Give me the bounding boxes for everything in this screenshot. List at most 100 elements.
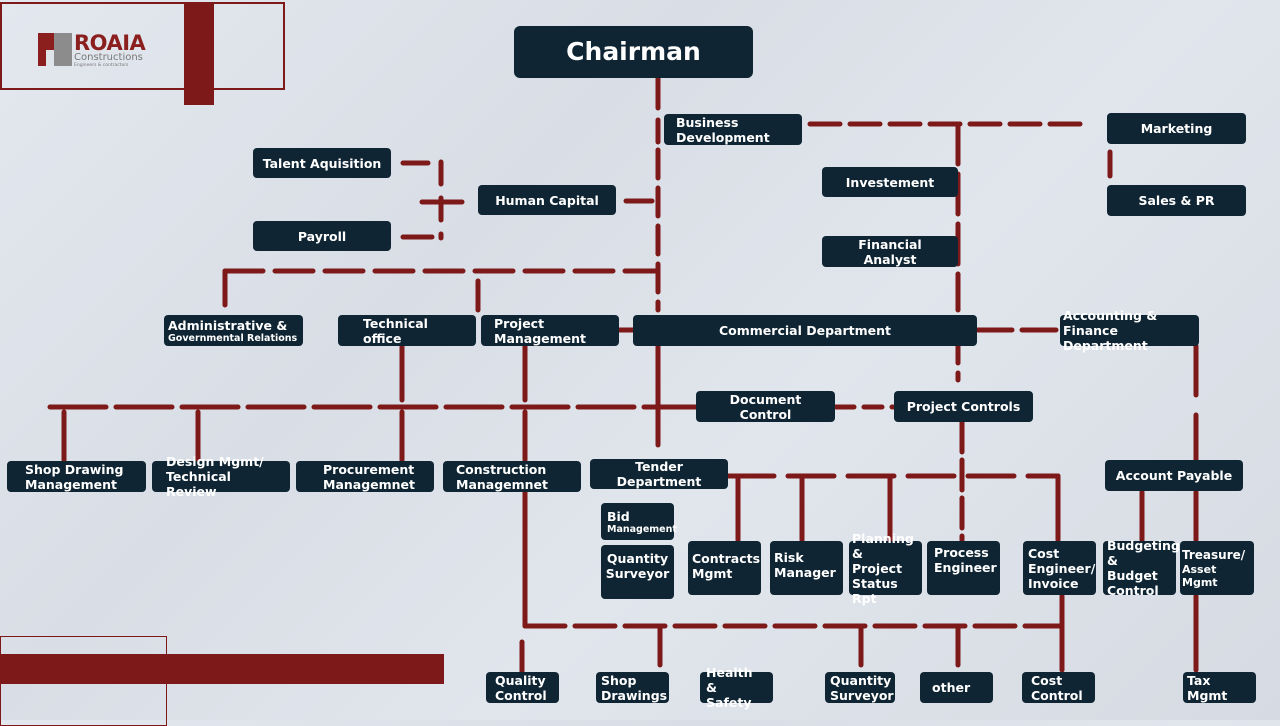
node-label: Document Control (729, 391, 802, 422)
node-human-capital[interactable]: Human Capital (478, 185, 616, 215)
node-bid-management[interactable]: Bid Management (601, 503, 677, 540)
node-label: Engineer/ (1028, 560, 1096, 576)
node-contracts-management[interactable]: Contracts Mgmt (688, 541, 761, 595)
node-label: Health & (706, 665, 753, 695)
node-label: other (932, 680, 971, 695)
node-label: Human Capital (495, 192, 599, 208)
node-label: office (363, 330, 402, 346)
node-cost-engineer-invoice[interactable]: Cost Engineer/ Invoice (1023, 541, 1096, 595)
node-marketing[interactable]: Marketing (1107, 113, 1246, 144)
node-label: Planning & (852, 530, 914, 561)
node-label: Payroll (297, 228, 347, 244)
node-label: Accounting & (1063, 308, 1158, 323)
node-label: Construction (456, 461, 547, 477)
node-process-engineer[interactable]: Process Engineer (927, 541, 1000, 595)
node-other[interactable]: other (920, 672, 993, 703)
node-label: Quality (495, 672, 546, 688)
node-quantity-surveyor-site[interactable]: Quantity Surveyor (825, 672, 895, 703)
node-label: Commercial Department (719, 323, 891, 338)
node-business-development[interactable]: Business Development (664, 114, 802, 145)
node-planning-project-status[interactable]: Planning & Project Status Rpt (849, 531, 922, 606)
node-label: Treasure/ (1182, 547, 1246, 562)
node-label: Procurement (323, 461, 415, 477)
node-quality-control[interactable]: Quality Control (486, 672, 559, 703)
node-label: Investement (845, 174, 935, 190)
node-risk-manager[interactable]: Risk Manager (770, 541, 843, 595)
node-account-payable[interactable]: Account Payable (1105, 460, 1243, 491)
node-label: Managemnet (456, 476, 549, 492)
node-label: Project (852, 560, 903, 576)
node-project-controls[interactable]: Project Controls (894, 391, 1033, 422)
node-construction-management[interactable]: Construction Managemnet (443, 461, 581, 492)
node-payroll[interactable]: Payroll (253, 221, 391, 251)
node-project-management[interactable]: Project Management (481, 315, 619, 346)
node-label: Project (494, 315, 545, 331)
logo-accent-bar (184, 2, 214, 105)
node-cost-control[interactable]: Cost Control (1022, 672, 1095, 703)
node-label: Control (1107, 583, 1159, 598)
node-label: Sales & PR (1138, 193, 1215, 208)
node-commercial-department[interactable]: Commercial Department (633, 315, 977, 346)
node-label: Process (934, 545, 989, 560)
node-label: Administrative & (168, 317, 288, 333)
node-shop-drawing-management[interactable]: Shop Drawing Management (7, 461, 146, 492)
node-label: Engineer (934, 560, 997, 575)
node-label: Safety (706, 695, 752, 710)
node-tender-department[interactable]: Tender Department (590, 459, 728, 489)
bottom-accent-bar (0, 654, 444, 684)
node-label: Managemnet (323, 476, 416, 492)
node-treasure-asset-mgmt[interactable]: Treasure/ Asset Mgmt (1180, 541, 1254, 595)
node-label: Project Controls (906, 399, 1021, 414)
node-label: Budgeting (1107, 538, 1180, 553)
node-health-safety[interactable]: Health & Safety (700, 665, 773, 710)
node-label: Development (676, 129, 770, 145)
node-investment[interactable]: Investement (822, 167, 958, 197)
node-sales-pr[interactable]: Sales & PR (1107, 185, 1246, 216)
node-label: Management (494, 330, 587, 346)
node-label: Management (607, 523, 677, 535)
node-label: Status Rpt (852, 575, 898, 606)
node-label: Management (25, 476, 118, 492)
node-financial-analyst[interactable]: Financial Analyst (822, 236, 958, 267)
node-label: Chairman (566, 37, 701, 66)
node-label: Surveyor (605, 566, 670, 581)
node-label: Mgmt (692, 566, 733, 581)
node-label: Talent Aquisition (262, 155, 382, 171)
node-document-control[interactable]: Document Control (696, 391, 835, 422)
logo-title: ROAIA (74, 31, 146, 55)
node-label: Invoice (1028, 575, 1079, 591)
node-label: Quantity (606, 551, 669, 566)
node-accounting-finance[interactable]: Accounting & Finance Department (1060, 308, 1199, 353)
node-label: Mgmt (1187, 687, 1228, 703)
node-label: Quantity (830, 672, 892, 688)
company-logo: ROAIA Constructions Engineers & contract… (38, 31, 146, 69)
logo-subtitle: Constructions (74, 52, 143, 63)
node-chairman[interactable]: Chairman (514, 26, 753, 78)
node-label: Control (495, 687, 547, 703)
node-tax-mgmt[interactable]: Tax Mgmt (1183, 672, 1256, 703)
node-label: Design Mgmt/ (166, 454, 264, 469)
node-technical-office[interactable]: Technical office (338, 315, 476, 346)
node-talent-acquisition[interactable]: Talent Aquisition (253, 148, 391, 178)
node-label: Cost (1031, 672, 1063, 688)
node-label: Finance Department (1063, 323, 1148, 353)
node-label: Drawings (601, 687, 668, 703)
node-label: Business (676, 114, 739, 130)
node-label: Financial Analyst (858, 236, 922, 267)
node-label: Marketing (1140, 121, 1213, 136)
node-quantity-surveyor-tender[interactable]: Quantity Surveyor (601, 545, 674, 599)
node-label: Asset Mgmt (1182, 562, 1218, 589)
logo-tagline: Engineers & contractors (74, 63, 129, 68)
node-procurement-management[interactable]: Procurement Managemnet (296, 461, 434, 492)
node-shop-drawings[interactable]: Shop Drawings (596, 672, 669, 703)
node-budgeting-budget-control[interactable]: Budgeting & Budget Control (1103, 538, 1180, 598)
node-design-management[interactable]: Design Mgmt/ Technical Review (152, 454, 290, 499)
logo-frame (0, 2, 285, 90)
node-label: Tender Department (616, 459, 702, 489)
node-label: & Budget (1107, 553, 1158, 583)
node-label: Contracts (692, 551, 761, 566)
node-admin-gov-relations[interactable]: Administrative & Governmental Relations (164, 315, 303, 346)
node-label: Technical (363, 315, 428, 331)
node-label: Account Payable (1115, 468, 1233, 483)
